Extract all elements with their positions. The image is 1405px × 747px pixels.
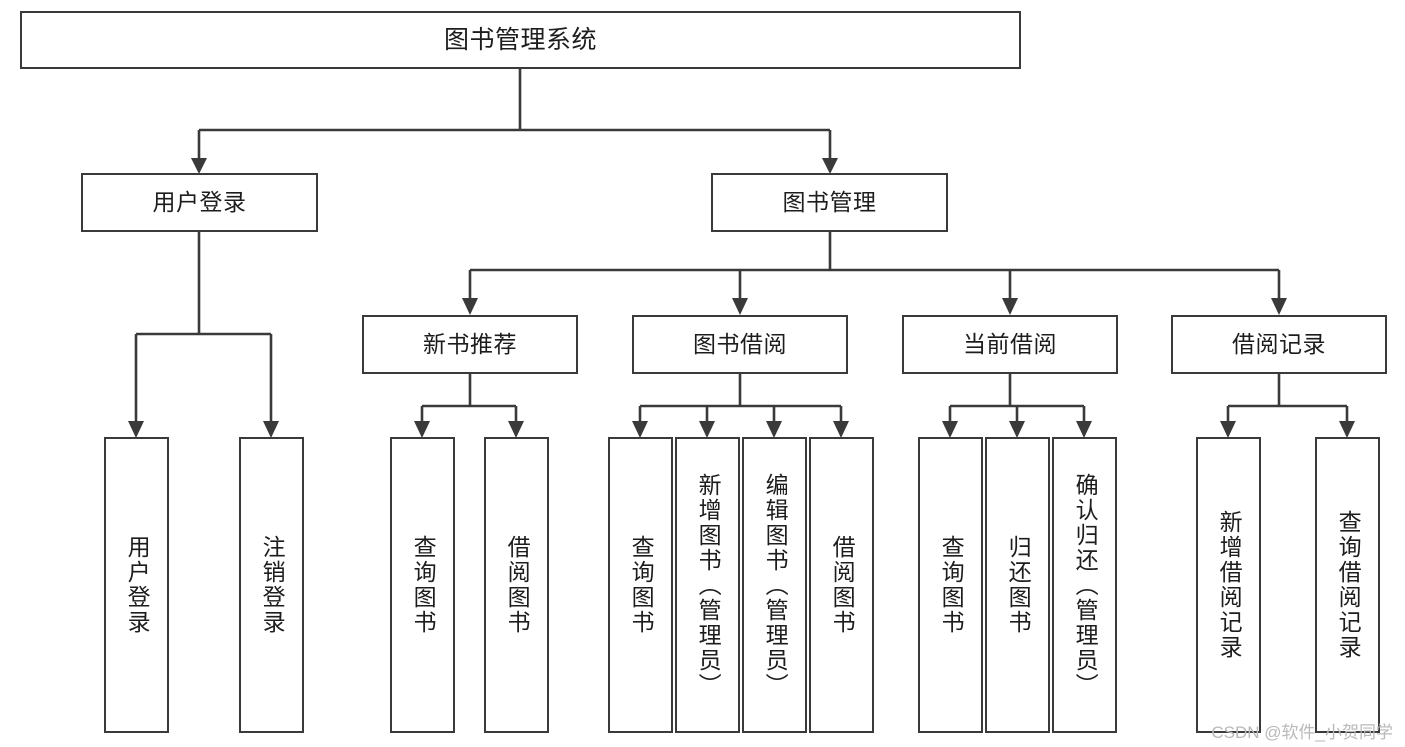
node-leaf-query-book-1[interactable]: 查询图书 <box>390 437 455 733</box>
arrowhead-leaf-query-book-2 <box>632 421 648 438</box>
node-leaf-user-login[interactable]: 用户登录 <box>104 437 169 733</box>
node-current-borrow[interactable]: 当前借阅 <box>902 315 1118 374</box>
node-leaf-query-book-2[interactable]: 查询图书 <box>608 437 673 733</box>
node-leaf-borrow-book-1-label: 借阅图书 <box>504 535 531 635</box>
node-leaf-query-book-3[interactable]: 查询图书 <box>918 437 983 733</box>
node-leaf-query-record-label: 查询借阅记录 <box>1335 510 1362 660</box>
arrowhead-leaf-query-book-1 <box>414 421 430 438</box>
csdn-watermark: CSDN @软件_小贺同学 <box>1211 723 1393 742</box>
arrowhead-leaf-add-record <box>1220 421 1236 438</box>
arrowhead-user-login <box>191 158 207 174</box>
arrowhead-current-borrow <box>1002 298 1018 315</box>
node-leaf-add-book-label: 新增图书（管理员） <box>695 472 722 698</box>
node-leaf-edit-book[interactable]: 编辑图书（管理员） <box>742 437 807 733</box>
arrowhead-book-manage <box>822 158 838 174</box>
node-book-manage-label: 图书管理 <box>782 189 877 216</box>
node-borrow-record[interactable]: 借阅记录 <box>1171 315 1387 374</box>
node-leaf-add-record[interactable]: 新增借阅记录 <box>1196 437 1261 733</box>
node-leaf-query-book-1-label: 查询图书 <box>410 535 437 635</box>
node-leaf-logout-label: 注销登录 <box>259 535 286 635</box>
arrowhead-leaf-query-record <box>1339 421 1355 438</box>
node-root-label: 图书管理系统 <box>443 25 597 54</box>
node-leaf-borrow-book-2-label: 借阅图书 <box>829 535 856 635</box>
node-user-login[interactable]: 用户登录 <box>81 173 318 232</box>
node-leaf-query-book-3-label: 查询图书 <box>938 535 965 635</box>
node-leaf-logout[interactable]: 注销登录 <box>239 437 304 733</box>
node-leaf-query-record[interactable]: 查询借阅记录 <box>1315 437 1380 733</box>
node-leaf-query-book-2-label: 查询图书 <box>628 535 655 635</box>
node-leaf-borrow-book-2[interactable]: 借阅图书 <box>809 437 874 733</box>
node-leaf-add-book[interactable]: 新增图书（管理员） <box>675 437 740 733</box>
arrowhead-leaf-borrow-book-2 <box>833 421 849 438</box>
node-leaf-edit-book-label: 编辑图书（管理员） <box>762 472 789 698</box>
node-new-book-recommend-label: 新书推荐 <box>423 331 517 358</box>
node-leaf-user-login-label: 用户登录 <box>124 535 151 635</box>
node-leaf-return-book[interactable]: 归还图书 <box>985 437 1050 733</box>
arrowhead-leaf-user-login <box>128 421 144 438</box>
node-leaf-confirm-return-label: 确认归还（管理员） <box>1072 472 1099 698</box>
node-new-book-recommend[interactable]: 新书推荐 <box>362 315 578 374</box>
arrowhead-leaf-confirm-return <box>1076 421 1092 438</box>
node-book-borrow[interactable]: 图书借阅 <box>632 315 848 374</box>
node-user-login-label: 用户登录 <box>152 189 247 216</box>
arrowhead-leaf-edit-book <box>766 421 782 438</box>
node-book-borrow-label: 图书借阅 <box>693 331 787 358</box>
node-leaf-borrow-book-1[interactable]: 借阅图书 <box>484 437 549 733</box>
arrowhead-leaf-borrow-book-1 <box>508 421 524 438</box>
arrowhead-borrow-record <box>1271 298 1287 315</box>
node-current-borrow-label: 当前借阅 <box>963 331 1057 358</box>
node-book-manage[interactable]: 图书管理 <box>711 173 948 232</box>
arrowhead-new-book-recommend <box>462 298 478 315</box>
arrowhead-leaf-add-book <box>699 421 715 438</box>
node-leaf-confirm-return[interactable]: 确认归还（管理员） <box>1052 437 1117 733</box>
node-root[interactable]: 图书管理系统 <box>20 11 1021 69</box>
arrowhead-leaf-query-book-3 <box>942 421 958 438</box>
node-borrow-record-label: 借阅记录 <box>1232 331 1326 358</box>
arrowhead-leaf-logout <box>263 421 279 438</box>
arrowhead-book-borrow <box>732 298 748 315</box>
node-leaf-add-record-label: 新增借阅记录 <box>1216 510 1243 660</box>
node-leaf-return-book-label: 归还图书 <box>1005 535 1032 635</box>
arrowhead-leaf-return-book <box>1009 421 1025 438</box>
